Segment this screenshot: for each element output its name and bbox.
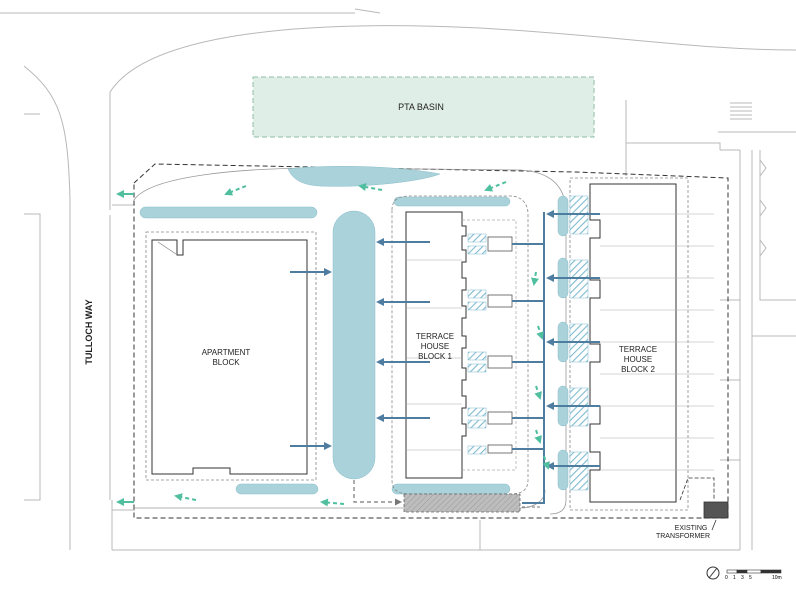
context-linework — [0, 8, 796, 551]
terrace-house-block-1: TERRACE HOUSE BLOCK 1 — [391, 195, 529, 495]
transformer-zone — [679, 477, 715, 501]
th1-label-line3: BLOCK 1 — [418, 352, 452, 361]
transformer-label-line2: TRANSFORMER — [656, 533, 710, 540]
scale-tick-0: 0 — [725, 575, 728, 581]
pta-basin-label: PTA BASIN — [398, 102, 444, 112]
th2-label-line1: TERRACE — [619, 345, 657, 354]
site-boundary — [133, 163, 729, 519]
swale-north — [287, 166, 441, 187]
swale-central — [332, 210, 376, 480]
apartment-label-line2: BLOCK — [212, 358, 240, 367]
terrace-house-block-2: TERRACE HOUSE BLOCK 2 — [569, 177, 714, 511]
internal-road-kerb — [133, 167, 567, 515]
scale-tick-10m: 10m — [772, 575, 782, 581]
th2-label-line3: BLOCK 2 — [621, 365, 655, 374]
transformer-label-line1: EXISTING — [675, 525, 708, 532]
existing-transformer — [703, 501, 729, 519]
apartment-label-line1: APARTMENT — [202, 348, 251, 357]
swale-northwest — [139, 206, 318, 219]
th2-label-line2: HOUSE — [624, 355, 652, 364]
swale-th2-1 — [557, 195, 569, 237]
street-label: TULLOCH WAY — [84, 299, 94, 364]
th1-label-line2: HOUSE — [421, 342, 449, 351]
detention-tank — [403, 493, 521, 513]
scale-tick-5: 5 — [749, 575, 752, 581]
pipe-arrows — [290, 210, 600, 504]
scale-tick-3: 3 — [741, 575, 744, 581]
north-arrow-icon — [706, 566, 720, 580]
apartment-setback — [145, 231, 317, 481]
apartment-block-outline — [151, 239, 308, 475]
overflow-pipe — [353, 480, 402, 506]
swale-th2-5 — [557, 449, 569, 491]
th1-label-line1: TERRACE — [416, 332, 454, 341]
swale-south-west — [235, 483, 319, 495]
swales — [139, 166, 569, 495]
scale-tick-1: 1 — [733, 575, 736, 581]
swale-north-th1 — [393, 196, 511, 207]
pta-basin — [252, 76, 595, 138]
scale-bar: 0 1 3 5 10m — [725, 569, 782, 581]
overland-flow-arrows — [116, 181, 550, 507]
swale-south-th1 — [391, 483, 511, 495]
